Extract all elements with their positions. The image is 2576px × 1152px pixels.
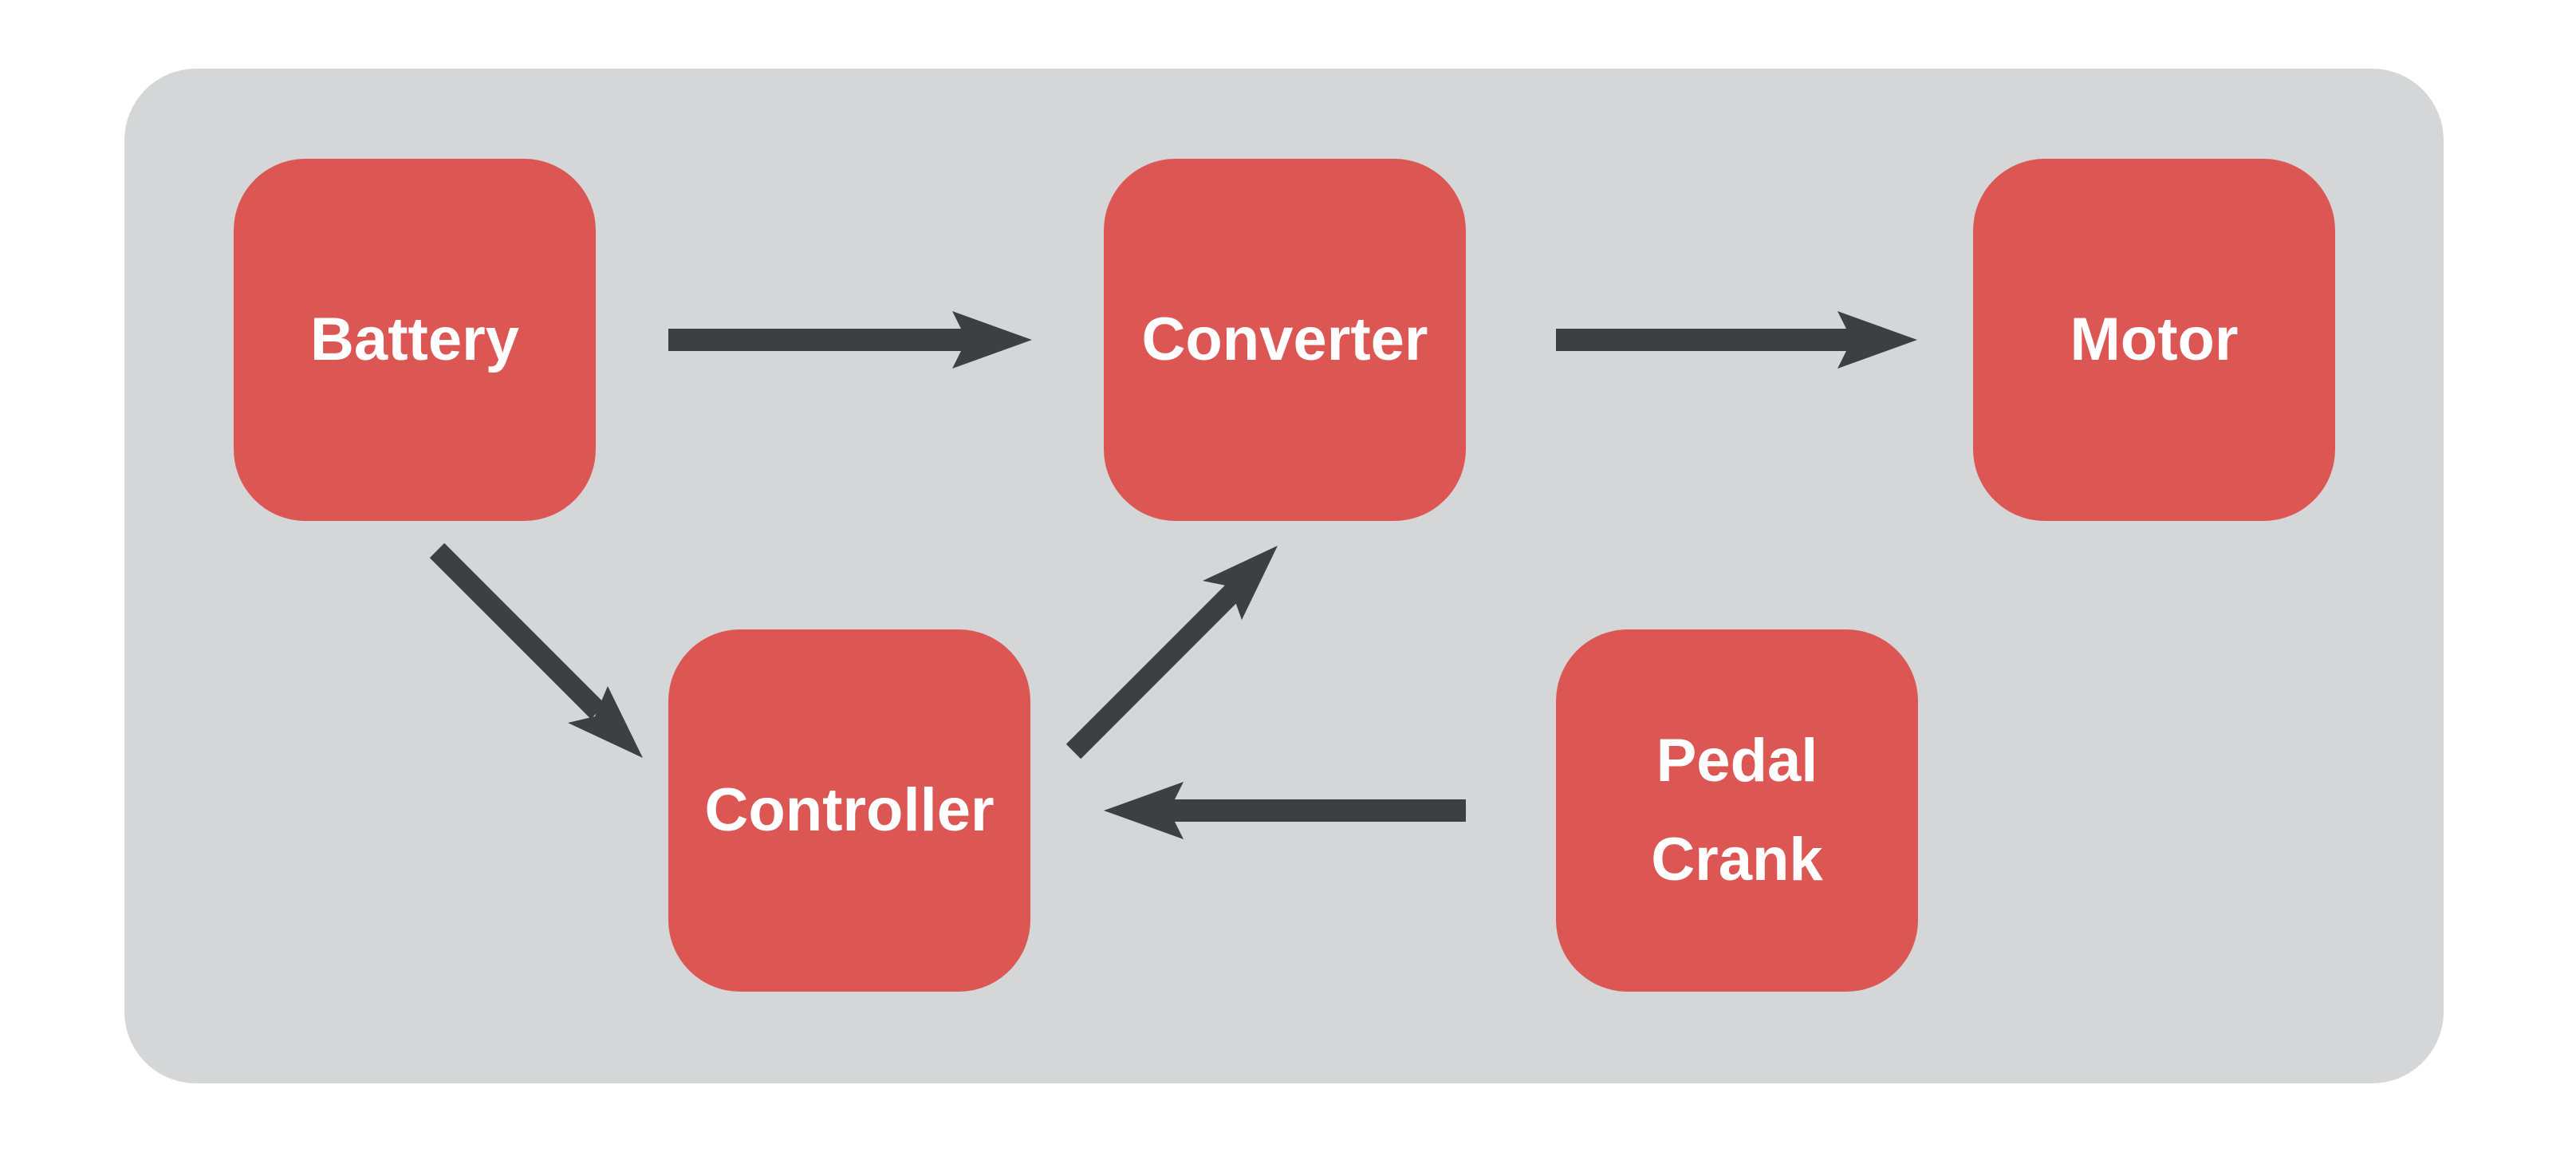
arrow-pedal-crank-to-controller xyxy=(1104,782,1466,839)
arrow-controller-to-converter xyxy=(1065,546,1278,759)
arrow-battery-to-controller xyxy=(429,542,643,758)
battery-node: Battery xyxy=(234,159,596,521)
motor-label: Motor xyxy=(2070,306,2239,373)
battery-label: Battery xyxy=(310,306,519,373)
pedal-crank-label-line1: Pedal xyxy=(1656,727,1818,795)
converter-node: Converter xyxy=(1104,159,1466,521)
motor-node: Motor xyxy=(1973,159,2335,521)
controller-label: Controller xyxy=(704,776,995,844)
pedal-crank-node: Pedal Crank xyxy=(1556,629,1918,992)
arrow-converter-to-motor xyxy=(1556,311,1917,369)
pedal-crank-label-line2: Crank xyxy=(1651,826,1823,894)
controller-node: Controller xyxy=(668,629,1030,992)
converter-label: Converter xyxy=(1141,306,1428,373)
arrow-battery-to-converter xyxy=(668,311,1032,369)
